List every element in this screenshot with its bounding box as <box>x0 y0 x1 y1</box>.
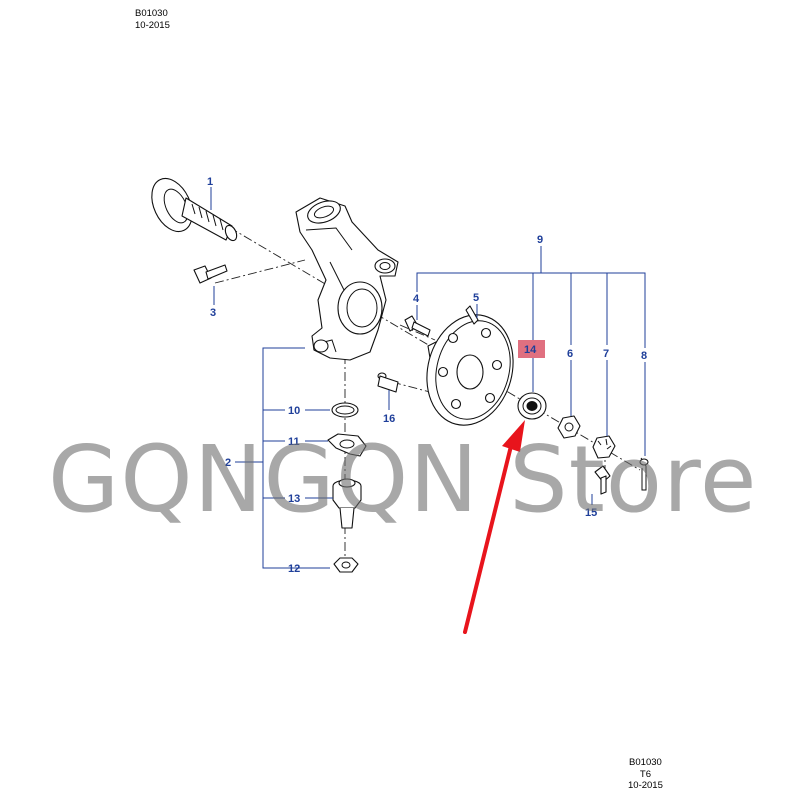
callout-8: 8 <box>641 350 647 362</box>
part-bolt-3 <box>193 264 228 284</box>
part-stud-16 <box>377 372 399 393</box>
stud-16-axis <box>391 381 431 393</box>
callout-5: 5 <box>473 292 479 304</box>
part-steering-knuckle <box>295 197 399 361</box>
part-ball-joint-13 <box>332 478 362 529</box>
callout-15: 15 <box>585 507 597 519</box>
part-seal-14 <box>517 392 547 420</box>
callout-4: 4 <box>413 293 420 305</box>
part-ring-10 <box>331 402 359 418</box>
part-wheel-hub <box>426 305 514 426</box>
callout-13: 13 <box>288 493 300 505</box>
part-cotter-pin-8 <box>639 457 649 491</box>
axis-lines <box>199 209 641 560</box>
part-drive-shaft <box>151 177 238 242</box>
footer-sub: T6 <box>639 768 651 780</box>
callout-10: 10 <box>288 405 300 417</box>
footer-code-block: B01030 T6 10-2015 <box>628 757 663 792</box>
callout-11: 11 <box>288 436 300 448</box>
footer-code: B01030 <box>629 757 662 768</box>
callout-9: 9 <box>537 234 543 246</box>
header-code-block: B01030 10-2015 <box>135 8 170 31</box>
callout-1: 1 <box>207 176 213 188</box>
bracket-2 <box>262 347 330 569</box>
bolt-3-axis <box>214 259 306 284</box>
callout-6: 6 <box>567 348 573 360</box>
callout-16: 16 <box>383 413 395 425</box>
header-date: 10-2015 <box>135 19 170 31</box>
part-castle-nut-7 <box>592 435 616 459</box>
bracket-9 <box>416 272 646 348</box>
part-bolt-15 <box>594 465 611 495</box>
part-boot-11 <box>327 433 367 457</box>
callout-3: 3 <box>210 307 216 319</box>
callout-12: 12 <box>288 563 300 575</box>
bolt-4-axis <box>399 324 436 341</box>
footer-date: 10-2015 <box>628 780 663 791</box>
red-pointer-arrow <box>463 420 525 634</box>
header-code: B01030 <box>135 8 168 19</box>
part-nut-12 <box>333 557 359 573</box>
part-nut-6 <box>557 415 581 439</box>
callout-14-highlight <box>518 340 545 358</box>
callout-7: 7 <box>603 348 609 360</box>
callout-2: 2 <box>225 457 231 469</box>
leader-lines <box>210 187 646 569</box>
callout-labels: 1 2 3 4 5 6 7 8 9 10 11 12 13 14 15 16 <box>207 176 647 575</box>
part-bolt-4 <box>404 315 431 337</box>
callout-14: 14 <box>524 344 537 356</box>
